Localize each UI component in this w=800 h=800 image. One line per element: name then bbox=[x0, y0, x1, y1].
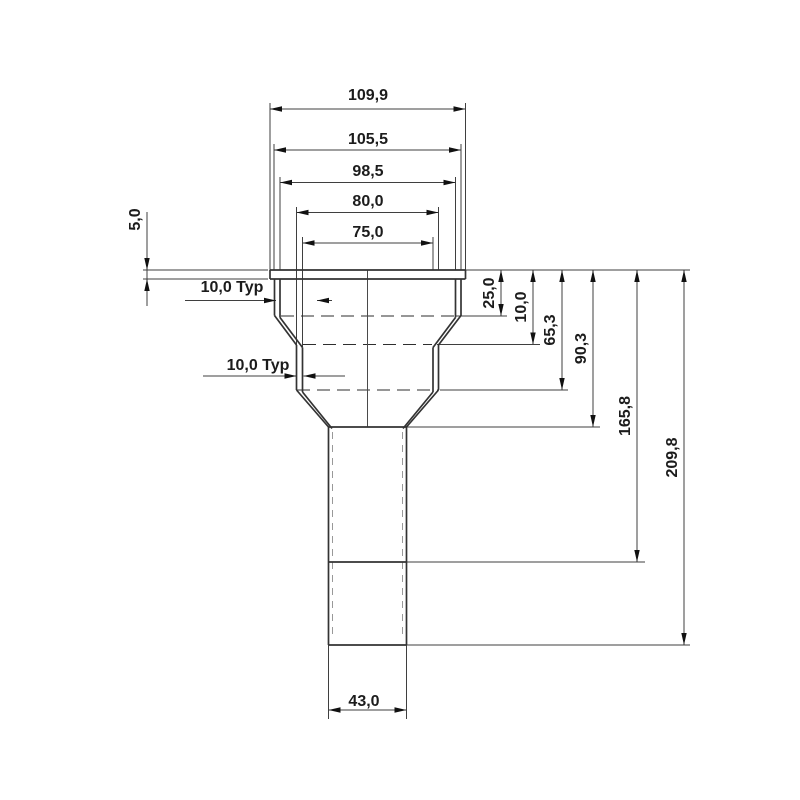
part-edge bbox=[295, 389, 330, 428]
dim-98-5: 98,5 bbox=[280, 163, 456, 186]
dimension-label: 90,3 bbox=[573, 333, 590, 364]
arrowhead-icon bbox=[421, 240, 433, 246]
dim-75-0: 75,0 bbox=[302, 224, 433, 246]
dimension-label: 105,5 bbox=[348, 131, 388, 148]
dim-80-0: 80,0 bbox=[296, 193, 439, 216]
arrowhead-icon bbox=[284, 373, 297, 379]
dimension-label: 10,0 bbox=[513, 291, 530, 322]
arrowhead-icon bbox=[394, 707, 407, 713]
dim-typ-2: 10,0 Typ bbox=[203, 357, 345, 379]
dim-109-9: 109,9 bbox=[270, 87, 466, 112]
arrowhead-icon bbox=[634, 550, 640, 562]
arrowhead-icon bbox=[590, 270, 596, 282]
arrowhead-icon bbox=[449, 147, 461, 153]
part-edge bbox=[405, 389, 440, 428]
dimension-label: 5,0 bbox=[127, 208, 144, 230]
arrowhead-icon bbox=[426, 209, 439, 216]
arrowhead-icon bbox=[144, 279, 150, 291]
dim-10-0: 10,0 bbox=[513, 270, 536, 345]
dim-65-3: 65,3 bbox=[542, 270, 565, 390]
dimension-label: 109,9 bbox=[348, 87, 388, 104]
arrowhead-icon bbox=[264, 297, 276, 304]
arrowhead-icon bbox=[303, 373, 316, 379]
arrowhead-icon bbox=[590, 415, 596, 427]
dimension-label: 10,0 Typ bbox=[201, 279, 264, 296]
arrowhead-icon bbox=[498, 304, 504, 316]
arrowhead-icon bbox=[530, 270, 536, 282]
part-outline bbox=[269, 269, 467, 646]
dimension-label: 80,0 bbox=[352, 193, 383, 210]
dim-43-0: 43,0 bbox=[328, 693, 407, 713]
arrowhead-icon bbox=[453, 106, 466, 112]
arrowhead-icon bbox=[144, 258, 150, 270]
arrowhead-icon bbox=[559, 378, 565, 390]
dim-25-0: 25,0 bbox=[481, 270, 504, 316]
part-edge bbox=[301, 391, 333, 430]
dimension-label: 209,8 bbox=[664, 437, 681, 477]
arrowhead-icon bbox=[270, 106, 282, 112]
part-edge bbox=[273, 314, 298, 346]
part-edge bbox=[437, 314, 462, 346]
dimension-label: 25,0 bbox=[481, 277, 498, 308]
arrowhead-icon bbox=[274, 147, 286, 153]
dimension-label: 43,0 bbox=[348, 693, 379, 710]
dim-typ-1: 10,0 Typ bbox=[185, 279, 332, 304]
arrowhead-icon bbox=[296, 209, 309, 216]
dim-209-8: 209,8 bbox=[664, 270, 687, 645]
dimension-label: 98,5 bbox=[352, 163, 383, 180]
arrowhead-icon bbox=[634, 270, 640, 282]
dimension-label: 65,3 bbox=[542, 314, 559, 345]
dimension-label: 75,0 bbox=[352, 224, 383, 241]
dim-105-5: 105,5 bbox=[274, 131, 461, 153]
arrowhead-icon bbox=[328, 707, 341, 713]
arrowhead-icon bbox=[681, 633, 687, 645]
arrowhead-icon bbox=[498, 270, 504, 282]
arrowhead-icon bbox=[302, 240, 315, 246]
part-edge bbox=[402, 391, 434, 430]
arrowhead-icon bbox=[317, 297, 329, 304]
dim-90-3: 90,3 bbox=[573, 270, 596, 427]
arrowhead-icon bbox=[443, 179, 456, 186]
arrowhead-icon bbox=[530, 332, 536, 345]
dimension-label: 165,8 bbox=[617, 396, 634, 436]
dim-5-0: 5,0 bbox=[127, 208, 150, 306]
part-edge bbox=[432, 316, 457, 349]
arrowhead-icon bbox=[280, 179, 292, 186]
arrowhead-icon bbox=[681, 270, 687, 282]
dimension-label: 10,0 Typ bbox=[227, 357, 290, 374]
arrowhead-icon bbox=[559, 270, 565, 282]
extension-lines bbox=[143, 103, 690, 719]
part-edge bbox=[279, 316, 304, 349]
dim-165-8: 165,8 bbox=[617, 270, 640, 562]
